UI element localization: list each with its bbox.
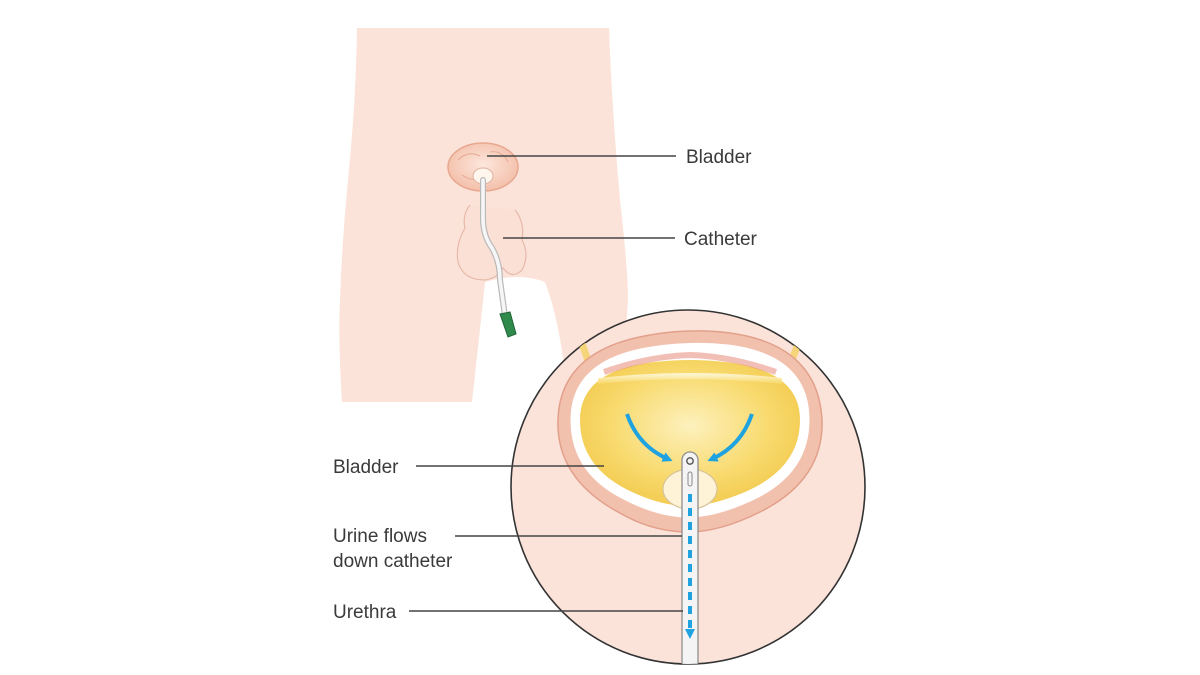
label-urine-line2: down catheter	[333, 551, 453, 572]
label-urethra: Urethra	[333, 602, 397, 623]
catheter-tube	[480, 177, 517, 338]
label-bladder-top: Bladder	[686, 147, 752, 168]
label-bladder-inset: Bladder	[333, 457, 399, 478]
catheter-tip	[499, 311, 517, 338]
urine-fill	[580, 360, 800, 506]
label-urine-line1: Urine flows	[333, 526, 427, 547]
flow-arrow-left	[625, 413, 673, 462]
urethra-tube	[681, 451, 699, 664]
flow-arrow-right	[707, 413, 754, 462]
label-catheter: Catheter	[684, 229, 758, 250]
inset-magnifier	[510, 309, 866, 665]
bladder-small	[447, 142, 519, 192]
